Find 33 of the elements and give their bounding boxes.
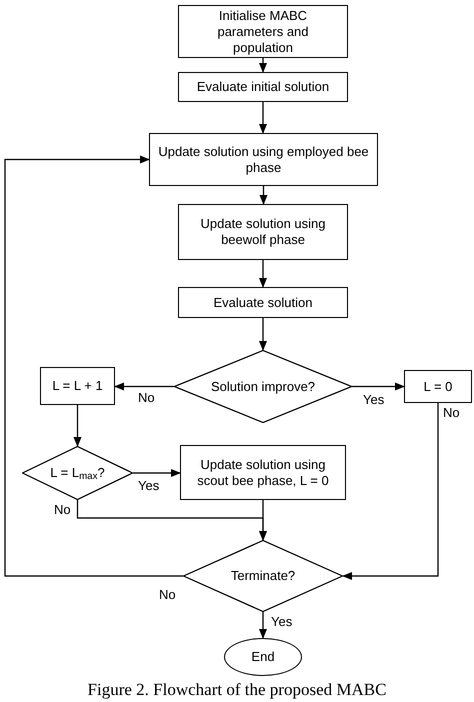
arrow <box>342 403 439 580</box>
edge-label: No <box>137 390 156 405</box>
arrow <box>133 469 181 477</box>
arrow <box>259 58 267 73</box>
edge-label: No <box>158 587 177 602</box>
arrow <box>260 186 268 205</box>
process-box: Update solution using scout bee phase, L = 0 <box>180 445 346 500</box>
process-box: Update solution using beewolf phase <box>178 204 348 260</box>
decision-diamond: L = L$_{max}$? <box>22 446 133 500</box>
process-box: Evaluate solution <box>178 287 348 318</box>
arrow <box>259 102 267 134</box>
process-box: L = 0 <box>404 370 472 403</box>
arrow <box>259 612 267 639</box>
arrow <box>259 318 267 351</box>
edge-label: No <box>442 405 461 420</box>
edge-label: Yes <box>270 614 294 629</box>
process-box: Initialise MABC parameters and population <box>178 5 348 58</box>
arrow <box>4 156 183 577</box>
arrow <box>259 500 267 541</box>
terminal-ellipse: End <box>224 638 302 676</box>
edge-label: No <box>53 502 72 517</box>
edge-label: Yes <box>362 392 386 407</box>
caption: Figure 2. Flowchart of the proposed MABC <box>86 680 388 700</box>
arrow <box>114 382 174 390</box>
process-box: L = L + 1 <box>40 367 115 405</box>
arrow <box>352 382 405 390</box>
decision-diamond: Solution improve? <box>174 350 352 423</box>
arrow <box>259 260 267 288</box>
decision-diamond: Terminate? <box>183 540 343 612</box>
arrow <box>74 405 82 447</box>
process-box: Update solution using employed bee phase <box>149 133 378 186</box>
edge-label: Yes <box>137 478 160 493</box>
process-box: Evaluate initial solution <box>178 72 348 102</box>
